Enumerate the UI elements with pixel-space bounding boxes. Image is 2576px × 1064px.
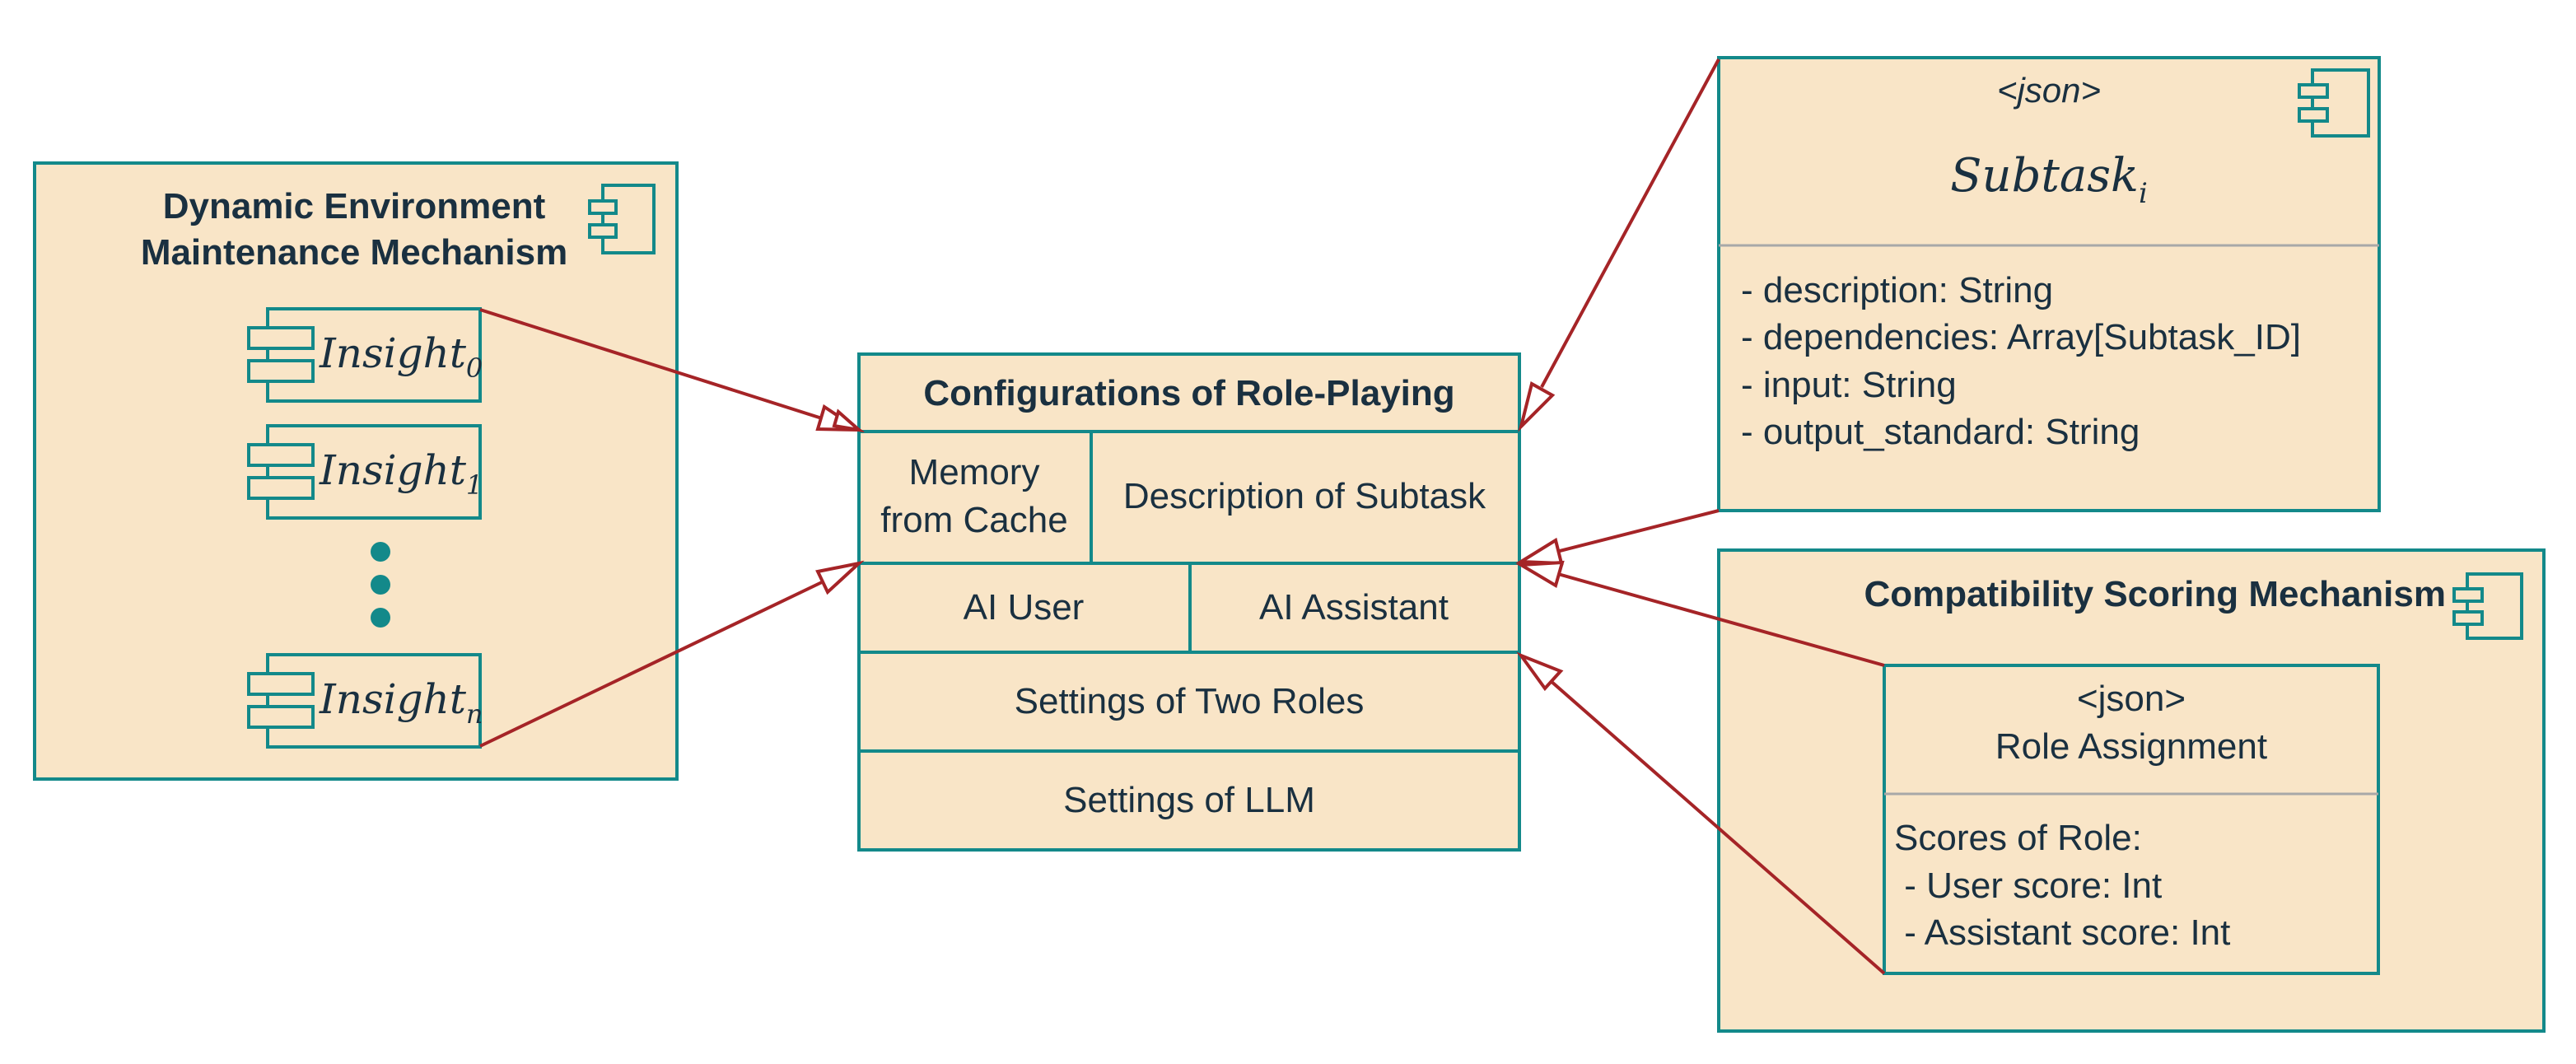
insight-component-n: Insightn: [247, 653, 483, 749]
subtask-field-dependencies: - dependencies: Array[Subtask_ID]: [1741, 317, 2301, 357]
dynamic-environment-box: Dynamic Environment Maintenance Mechanis…: [33, 161, 679, 781]
insight-component-1: Insight1: [247, 424, 483, 520]
description-of-subtask: Description of Subtask: [1123, 476, 1486, 516]
insight-label-n: Insightn: [319, 675, 483, 730]
subtask-field-input: - input: String: [1741, 365, 1957, 405]
arrowhead-icon: [815, 560, 865, 595]
memory-from-cache-line1: Memory: [909, 452, 1040, 492]
subtask-name: Subtaski: [1950, 149, 2148, 210]
configurations-box: Configurations of Role-Playing Memory fr…: [857, 352, 1521, 852]
configurations-title: Configurations of Role-Playing: [923, 373, 1454, 413]
compatibility-box: Compatibility Scoring Mechanism <json> R…: [1717, 548, 2546, 1033]
component-icon: [2298, 68, 2370, 138]
edges: [479, 58, 1886, 975]
dynamic-env-title-line2: Maintenance Mechanism: [141, 232, 567, 273]
edge-subtask-to-config-top: [1540, 58, 1720, 388]
arrowhead-icon: [1516, 651, 1564, 692]
component-icon: [2452, 572, 2523, 640]
subtask-field-output-standard: - output_standard: String: [1741, 412, 2140, 452]
arrowhead-icon: [1518, 380, 1556, 432]
edge-subtask-to-config-mid: [1556, 509, 1720, 553]
ai-user-cell: AI User: [964, 587, 1085, 628]
scores-of-role: Scores of Role:: [1894, 818, 2142, 858]
dynamic-env-title-line1: Dynamic Environment: [163, 186, 546, 226]
user-score: - User score: Int: [1894, 866, 2162, 906]
assistant-score: - Assistant score: Int: [1894, 912, 2230, 953]
edge-role-assignment-to-config: [1557, 572, 1885, 667]
component-icon: [588, 184, 656, 254]
memory-from-cache-line2: from Cache: [880, 500, 1067, 540]
settings-llm-cell: Settings of LLM: [1063, 780, 1315, 820]
edge-insight0-to-config: [479, 308, 823, 420]
insight-component-0: Insight0: [247, 307, 483, 403]
role-assignment-stereotype: <json>: [2077, 679, 2186, 719]
compatibility-title: Compatibility Scoring Mechanism: [1864, 574, 2446, 614]
ellipsis-dots: [371, 542, 390, 628]
insight-label-1: Insight1: [319, 446, 483, 501]
arrowhead-icon: [1515, 537, 1564, 566]
edge-insightn-to-config: [479, 580, 824, 748]
ai-assistant-cell: AI Assistant: [1259, 587, 1449, 628]
settings-two-roles-cell: Settings of Two Roles: [1015, 681, 1365, 721]
edge-role-assignment-to-two-roles: [1548, 679, 1886, 975]
arrowhead-icon: [832, 408, 865, 433]
insight-label-0: Insight0: [319, 329, 483, 384]
role-assignment-box: <json> Role Assignment Scores of Role: -…: [1883, 664, 2380, 975]
role-assignment-title: Role Assignment: [1995, 726, 2267, 767]
subtask-box: <json> Subtaski - description: String - …: [1717, 56, 2381, 512]
subtask-stereotype: <json>: [1997, 71, 2101, 110]
subtask-field-description: - description: String: [1741, 270, 2053, 310]
arrowhead-icon: [1515, 560, 1565, 589]
